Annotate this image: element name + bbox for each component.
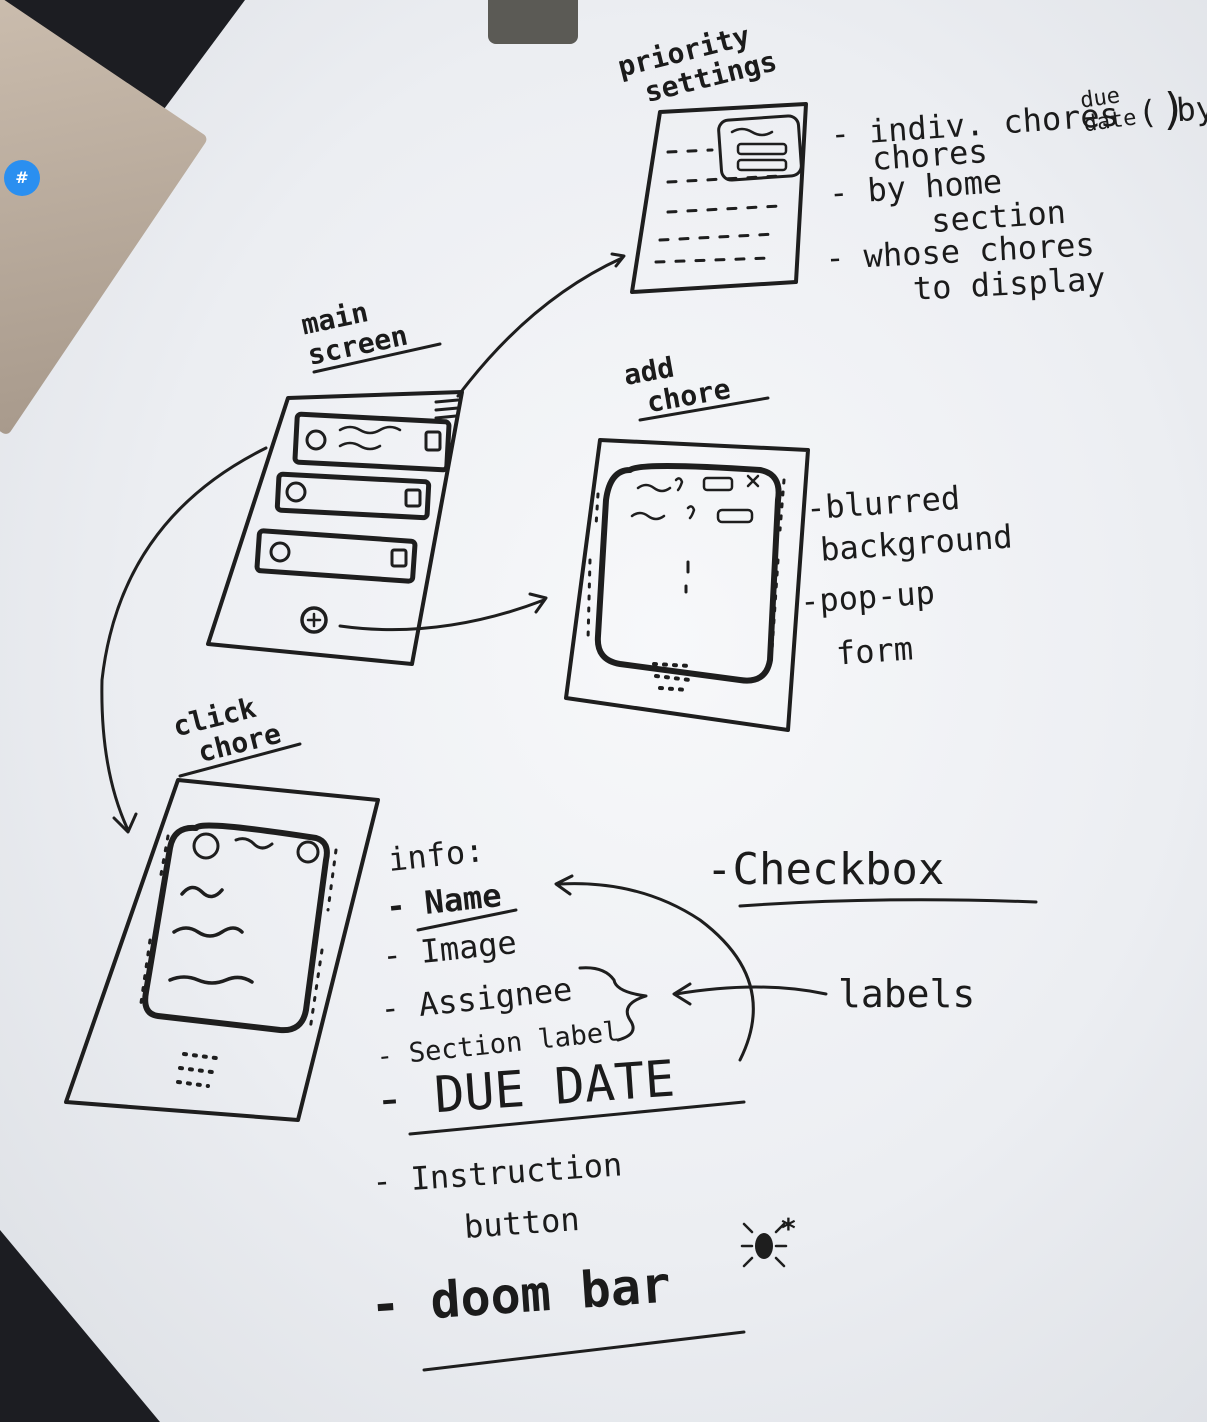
add-chore-frame: [564, 438, 810, 732]
checkbox-note: -Checkbox: [706, 844, 945, 895]
hashtag-sticker: #: [4, 160, 40, 196]
priority-note-paren: ): [1160, 84, 1187, 135]
priority-note-whose: - whose chores to display: [824, 225, 1106, 312]
flow-arrows: [100, 252, 828, 1062]
priority-settings-frame: [630, 102, 808, 294]
add-note-form: form: [834, 629, 915, 673]
labels-note: labels: [838, 972, 976, 1016]
priority-note-due-date: due date: [1079, 83, 1138, 138]
click-chore-frame: [64, 778, 380, 1122]
info-item-button: button: [462, 1200, 581, 1246]
device-edge: [488, 0, 578, 44]
doom-bar-star: *: [780, 1212, 797, 1245]
underlines: [178, 342, 1038, 1372]
main-screen-frame: [206, 390, 464, 666]
bug-icon: [740, 1222, 788, 1268]
